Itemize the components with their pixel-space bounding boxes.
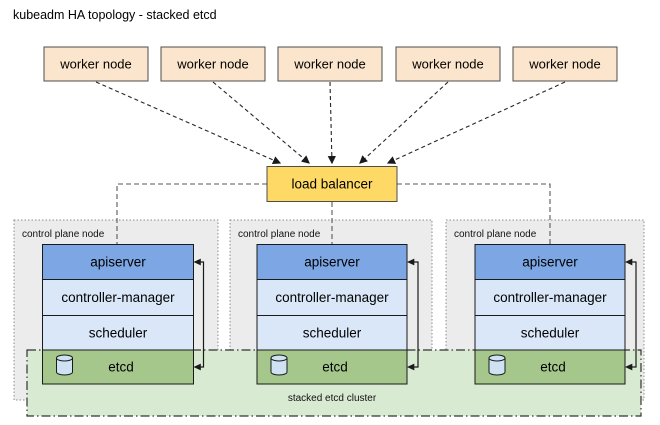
scheduler-label: scheduler	[521, 326, 580, 341]
worker-node-box	[43, 46, 149, 82]
worker4-to-lb-arrow	[359, 81, 449, 164]
database-icon	[56, 358, 73, 376]
apiserver-etcd-link	[200, 261, 205, 368]
worker-node-1: worker node	[43, 46, 149, 82]
etcd-label: etcd	[540, 360, 566, 375]
load-balancer-label: load balancer	[291, 177, 373, 192]
controller-manager-box	[256, 279, 408, 316]
apiserver-etcd-link	[631, 261, 637, 368]
arrow-into-etcd-icon	[407, 363, 415, 371]
control-plane-stack-2: apiserver controller-manager scheduler e…	[256, 244, 419, 385]
worker-node-4: worker node	[395, 46, 501, 82]
control-plane-label: control plane node	[454, 229, 537, 240]
controller-manager-box	[474, 279, 626, 316]
arrow-into-etcd-icon	[193, 363, 201, 371]
etcd-cluster-label: stacked etcd cluster	[288, 393, 377, 404]
apiserver-etcd-link	[413, 261, 419, 368]
worker-node-label: worker node	[176, 57, 249, 72]
arrow-into-apiserver-icon	[193, 258, 201, 266]
controller-manager-box	[42, 279, 194, 316]
lb-to-right-apiserver-line	[397, 183, 551, 244]
controller-manager-label: controller-manager	[61, 290, 175, 305]
worker5-to-lb-arrow	[386, 81, 566, 164]
scheduler-label: scheduler	[303, 326, 362, 341]
control-plane-label: control plane node	[238, 229, 321, 240]
scheduler-box	[256, 315, 408, 351]
load-balancer-box	[266, 166, 398, 202]
load-balancer: load balancer	[266, 166, 398, 202]
apiserver-label: apiserver	[90, 255, 146, 270]
worker-node-box	[395, 46, 501, 82]
apiserver-label: apiserver	[304, 255, 360, 270]
database-icon-top	[56, 354, 73, 362]
database-icon	[270, 358, 288, 376]
control-plane-stack-1: apiserver controller-manager scheduler e…	[42, 244, 205, 385]
control-plane-label: control plane node	[22, 229, 105, 240]
etcd-label: etcd	[322, 360, 348, 375]
apiserver-box	[474, 244, 626, 280]
database-icon-top	[270, 354, 288, 362]
worker-node-5: worker node	[512, 46, 618, 82]
control-plane-stack-3: apiserver controller-manager scheduler e…	[474, 244, 637, 385]
worker1-to-lb-arrow	[95, 81, 282, 164]
database-icon	[488, 358, 506, 376]
diagram-title: kubeadm HA topology - stacked etcd	[13, 8, 217, 22]
etcd-label: etcd	[108, 360, 134, 375]
worker-node-label: worker node	[293, 57, 366, 72]
arrow-into-etcd-icon	[625, 363, 633, 371]
apiserver-label: apiserver	[522, 255, 578, 270]
worker-node-box	[277, 46, 383, 82]
apiserver-box	[256, 244, 408, 280]
worker-node-label: worker node	[59, 57, 132, 72]
worker-node-label: worker node	[411, 57, 484, 72]
controller-manager-label: controller-manager	[493, 290, 607, 305]
scheduler-box	[42, 315, 194, 351]
apiserver-box	[42, 244, 194, 280]
scheduler-label: scheduler	[89, 326, 148, 341]
database-icon-top	[488, 354, 506, 362]
arrow-into-apiserver-icon	[407, 258, 415, 266]
worker-node-3: worker node	[277, 46, 383, 82]
arrow-into-apiserver-icon	[625, 258, 633, 266]
controller-manager-label: controller-manager	[275, 290, 389, 305]
worker-node-2: worker node	[160, 46, 266, 82]
worker2-to-lb-arrow	[212, 81, 310, 164]
worker-node-box	[160, 46, 266, 82]
scheduler-box	[474, 315, 626, 351]
worker3-to-lb-arrow	[327, 81, 336, 165]
lb-to-left-apiserver-line	[116, 183, 267, 244]
worker-node-label: worker node	[528, 57, 601, 72]
worker-node-box	[512, 46, 618, 82]
